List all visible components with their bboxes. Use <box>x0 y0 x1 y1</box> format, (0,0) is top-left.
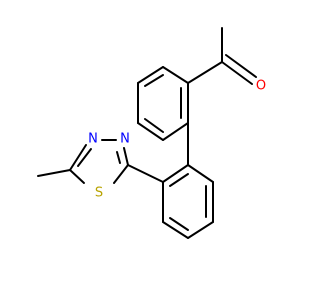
aromatic-inner-bond <box>144 118 164 133</box>
bond <box>187 164 214 183</box>
nitrogen-label-1: N <box>88 132 98 147</box>
bond <box>69 169 85 184</box>
bond <box>137 122 164 141</box>
aromatic-inner-bond <box>169 173 189 187</box>
acetyl-group: O <box>187 27 266 94</box>
carbonyl-bond <box>225 54 257 78</box>
bond <box>162 66 189 84</box>
aromatic-inner-bond <box>144 74 164 87</box>
bond <box>162 164 189 183</box>
bond <box>127 164 164 183</box>
bond <box>162 221 189 239</box>
bond <box>187 221 214 239</box>
sulfur-label: S <box>95 186 103 201</box>
bond <box>113 164 129 184</box>
bond <box>69 144 87 171</box>
bond <box>123 147 129 166</box>
carbonyl-bond <box>221 61 253 85</box>
nitrogen-label-2: N <box>120 132 130 147</box>
canvas-background <box>0 0 300 300</box>
lower-benzene-ring <box>162 164 214 239</box>
bond <box>137 66 164 84</box>
upper-benzene-ring <box>137 66 189 141</box>
thiadiazole-ring: S N N <box>69 132 130 201</box>
bond <box>187 61 223 84</box>
bond <box>77 148 92 167</box>
methyl-bond <box>37 169 71 177</box>
bond <box>116 151 121 164</box>
bond <box>162 122 189 141</box>
molecule-diagram: O S N N <box>0 0 300 300</box>
oxygen-label: O <box>256 79 266 94</box>
aromatic-inner-bond <box>169 217 189 231</box>
